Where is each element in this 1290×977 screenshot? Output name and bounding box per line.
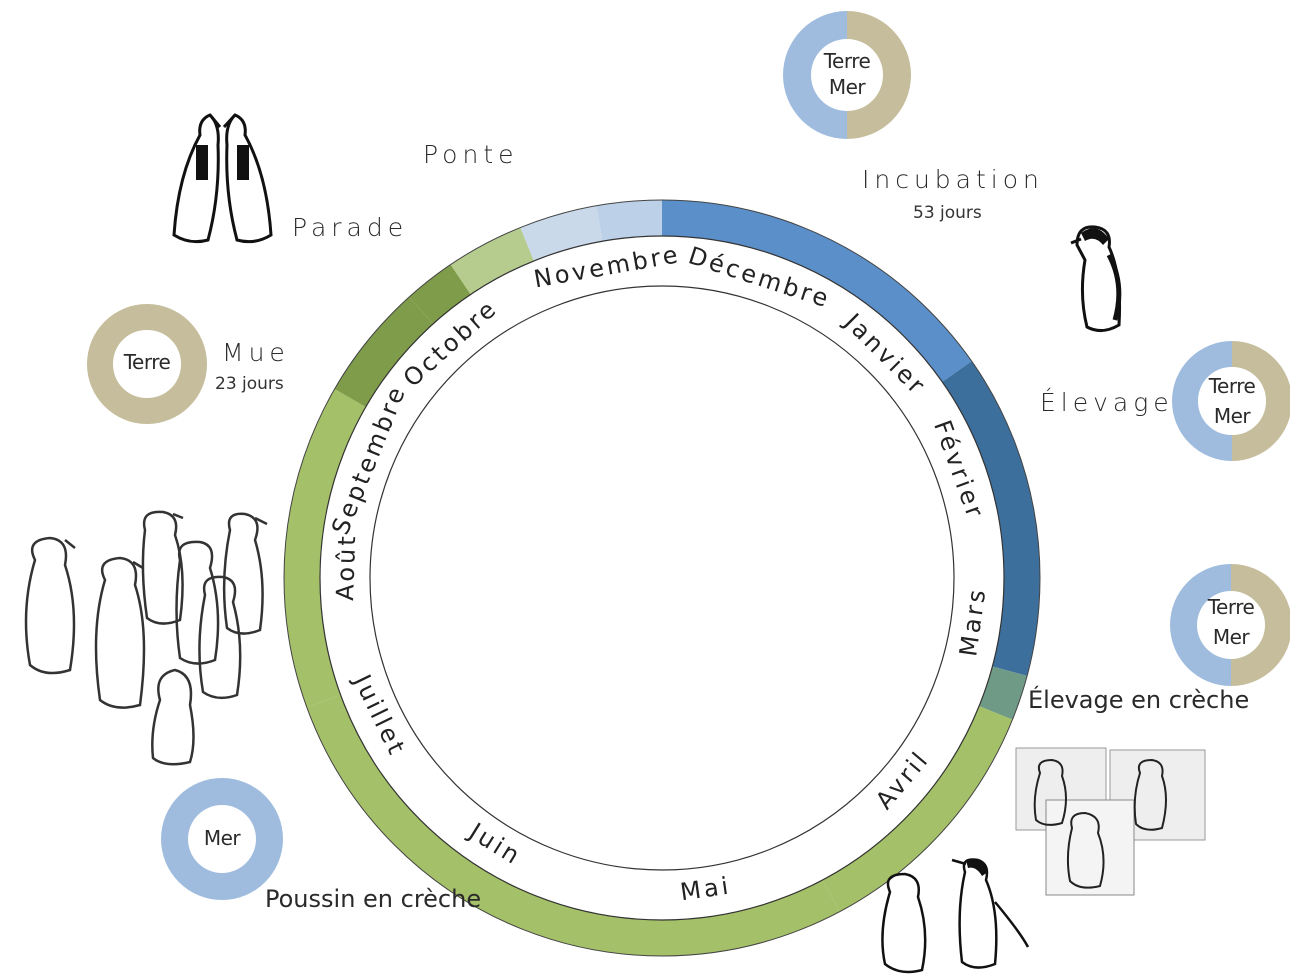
ponte-label: Ponte xyxy=(423,140,519,169)
habitat-donut-incubation: Terre Mer xyxy=(783,11,911,139)
month-label-6: Mars xyxy=(954,585,991,658)
month-label-8: Mai xyxy=(678,872,732,907)
mer-text: Mer xyxy=(1213,404,1251,428)
ring-segment-ponte-end xyxy=(596,200,662,242)
habitat-donut-mue: Terre xyxy=(87,304,207,424)
ring-segment-incubation xyxy=(662,200,972,382)
terre-text: Terre xyxy=(823,49,871,73)
ring-outer-edge xyxy=(283,199,1041,957)
habitat-donut-poussin-creche: Mer xyxy=(161,778,283,900)
ring-segment-creche-left xyxy=(284,389,366,708)
ring-segment-ponte xyxy=(520,205,603,261)
incubation-label: Incubation xyxy=(862,165,1044,194)
parade-label: Parade xyxy=(292,213,409,242)
incubation-duration: 53 jours xyxy=(913,203,982,223)
habitat-donut-elevage: Terre Mer xyxy=(1172,341,1290,461)
terre-text: Terre xyxy=(123,350,171,374)
penguin-chick-adult-icon xyxy=(881,858,1030,974)
penguin-pair-icon xyxy=(172,113,273,244)
terre-text: Terre xyxy=(1207,595,1255,619)
penguin-chicks-group-icon xyxy=(1015,747,1206,896)
ring-segment-mue-lower xyxy=(334,297,434,407)
mer-text: Mer xyxy=(203,826,241,850)
penguin-chicks-icon xyxy=(24,510,268,766)
penguin-adult-icon xyxy=(1070,225,1122,332)
ring-segment-transition xyxy=(450,227,534,295)
mer-text: Mer xyxy=(1212,625,1250,649)
mer-text: Mer xyxy=(828,75,866,99)
ring-segment-creche-lower xyxy=(306,694,840,956)
ring-segment-creche-right xyxy=(822,706,1013,912)
ring-segment-mue-upper xyxy=(409,264,471,324)
terre-text: Terre xyxy=(1208,374,1256,398)
ring-segment-transition-right xyxy=(979,666,1028,720)
poussin-creche-label: Poussin en crèche xyxy=(265,885,482,913)
elevage-creche-label: Élevage en crèche xyxy=(1028,686,1250,714)
mue-label: Mue xyxy=(222,338,290,367)
mue-duration: 23 jours xyxy=(215,374,284,394)
elevage-label: Élevage xyxy=(1040,388,1174,417)
ring-segment-elevage xyxy=(942,361,1040,676)
month-label-11: Août xyxy=(331,533,361,601)
habitat-donut-elevage-creche: Terre Mer xyxy=(1170,564,1290,686)
